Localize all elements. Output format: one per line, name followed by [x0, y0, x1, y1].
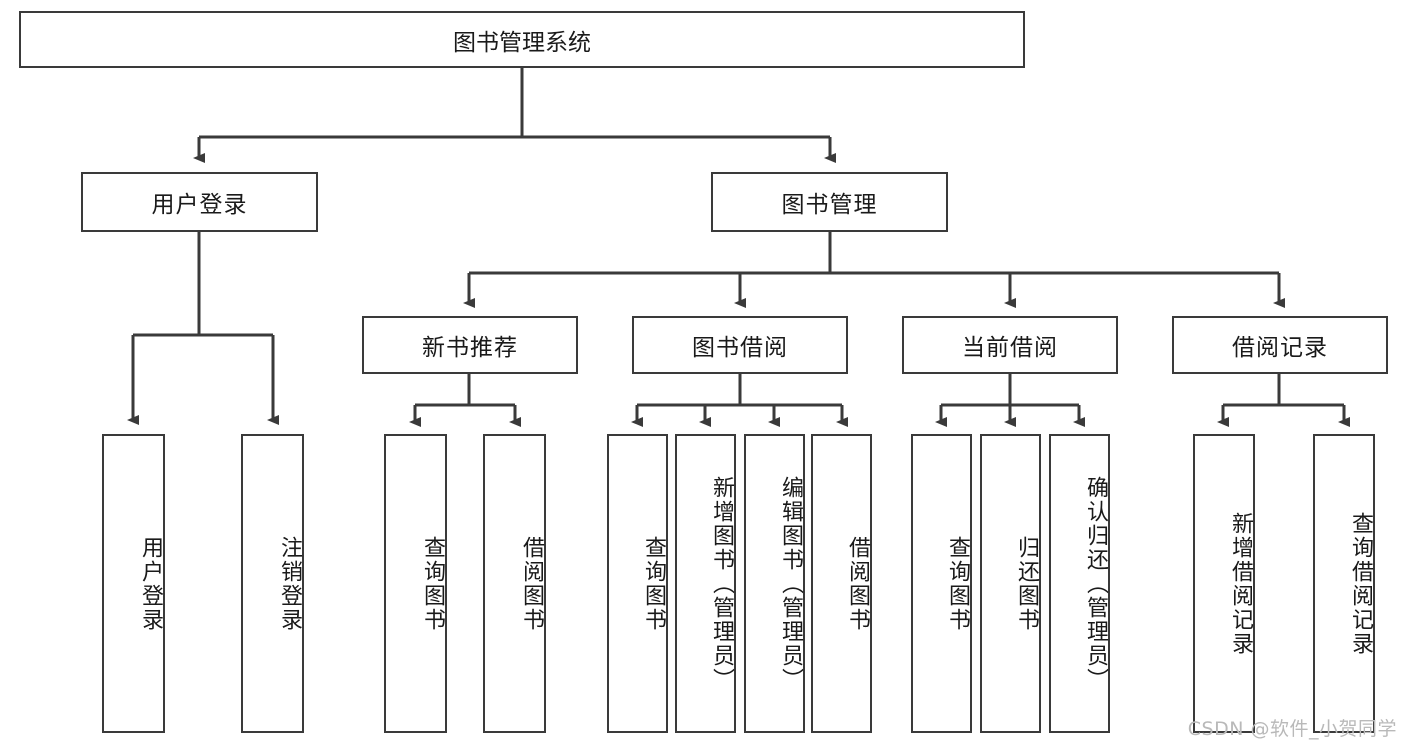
node-label: 新增图书（管理员）: [709, 475, 734, 692]
leaf-borrow-record-query[interactable]: 查询借阅记录: [1313, 434, 1375, 733]
leaf-book-borrow-borrow[interactable]: 借阅图书: [811, 434, 872, 733]
node-label: 借阅图书: [845, 535, 870, 632]
node-new-book-recommend[interactable]: 新书推荐: [362, 316, 578, 374]
node-label: 新书推荐: [422, 335, 518, 361]
leaf-new-book-query[interactable]: 查询图书: [384, 434, 447, 733]
node-label: 图书借阅: [692, 335, 788, 361]
node-label: 编辑图书（管理员）: [778, 475, 803, 692]
node-label: 用户登录: [138, 535, 163, 632]
leaf-current-borrow-query[interactable]: 查询图书: [911, 434, 972, 733]
node-label: 查询借阅记录: [1348, 511, 1373, 656]
node-label: 图书管理系统: [453, 29, 591, 56]
node-label: 查询图书: [945, 535, 970, 632]
node-label: 确认归还（管理员）: [1083, 475, 1108, 692]
leaf-user-login-logout[interactable]: 注销登录: [241, 434, 304, 733]
node-book-borrow[interactable]: 图书借阅: [632, 316, 848, 374]
node-label: 查询图书: [641, 535, 666, 632]
leaf-borrow-record-add[interactable]: 新增借阅记录: [1193, 434, 1255, 733]
node-label: 归还图书: [1014, 535, 1039, 632]
leaf-current-borrow-return[interactable]: 归还图书: [980, 434, 1041, 733]
node-label: 用户登录: [151, 192, 248, 218]
node-label: 注销登录: [277, 535, 302, 632]
node-current-borrow[interactable]: 当前借阅: [902, 316, 1118, 374]
leaf-current-borrow-confirm-return[interactable]: 确认归还（管理员）: [1049, 434, 1110, 733]
node-label: 借阅图书: [519, 535, 544, 632]
node-root-system[interactable]: 图书管理系统: [19, 11, 1025, 68]
node-user-login[interactable]: 用户登录: [81, 172, 318, 232]
node-label: 借阅记录: [1232, 335, 1328, 361]
leaf-book-borrow-query[interactable]: 查询图书: [607, 434, 668, 733]
node-borrow-record[interactable]: 借阅记录: [1172, 316, 1388, 374]
node-label: 当前借阅: [962, 335, 1058, 361]
leaf-book-borrow-add[interactable]: 新增图书（管理员）: [675, 434, 736, 733]
leaf-book-borrow-edit[interactable]: 编辑图书（管理员）: [744, 434, 805, 733]
node-label: 图书管理: [781, 192, 878, 218]
node-book-management[interactable]: 图书管理: [711, 172, 948, 232]
leaf-user-login-login[interactable]: 用户登录: [102, 434, 165, 733]
leaf-new-book-borrow[interactable]: 借阅图书: [483, 434, 546, 733]
node-label: 查询图书: [420, 535, 445, 632]
watermark-label: CSDN @软件_小贺同学: [1187, 718, 1397, 740]
node-label: 新增借阅记录: [1228, 511, 1253, 656]
